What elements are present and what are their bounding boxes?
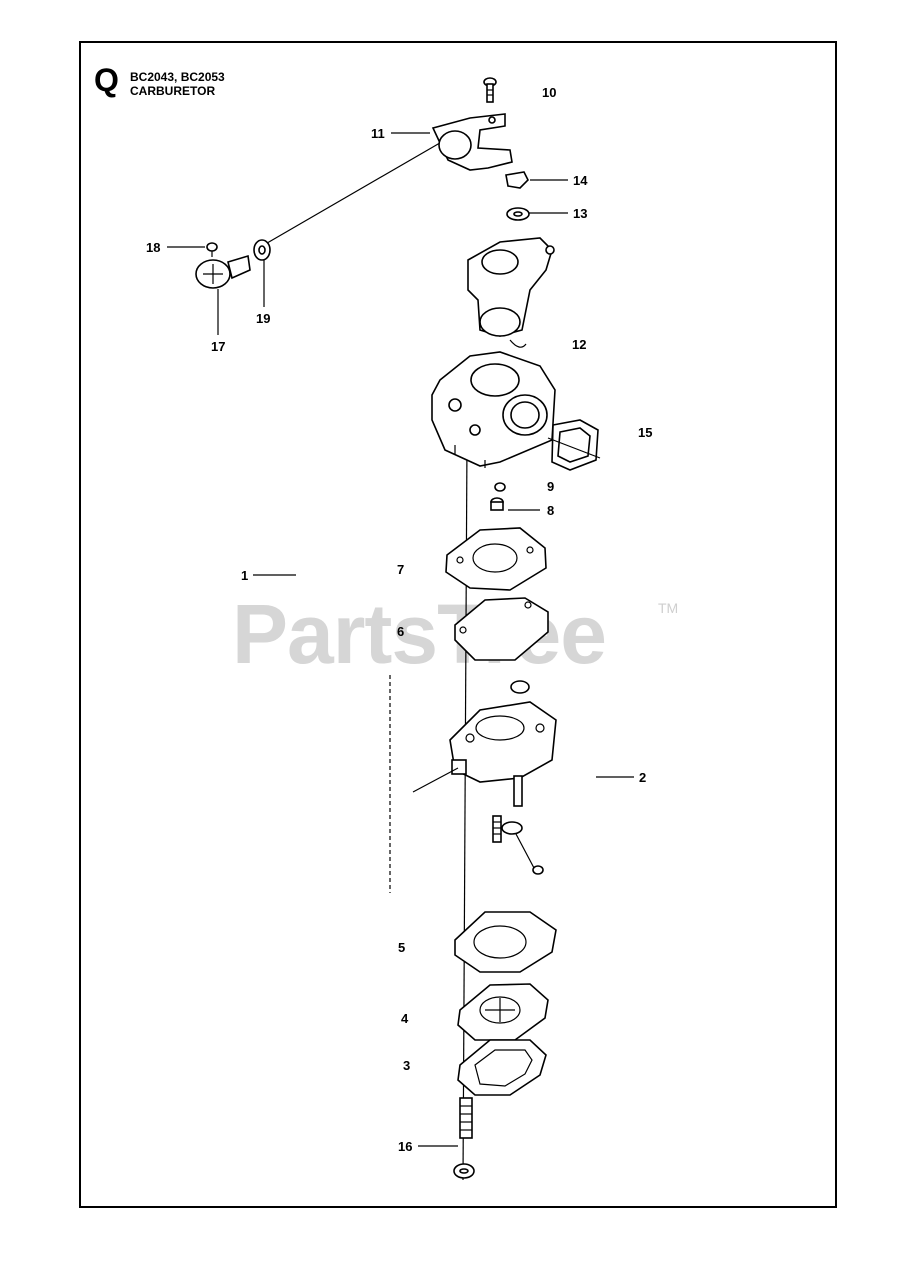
part-17-adjusting-knob [195, 254, 251, 289]
callout-17: 17 [211, 339, 225, 354]
callout-15: 15 [638, 425, 652, 440]
callout-13: 13 [573, 206, 587, 221]
part-8-jet [490, 497, 504, 511]
callout-1: 1 [241, 568, 248, 583]
part-14-clip [505, 171, 529, 189]
part-15-gasket [551, 419, 599, 471]
callout-18: 18 [146, 240, 160, 255]
callout-16: 16 [398, 1139, 412, 1154]
diagram-frame [79, 41, 837, 1208]
callout-2: 2 [639, 770, 646, 785]
watermark-trademark: TM [658, 600, 679, 616]
part-13-washer [506, 207, 530, 221]
callout-19: 19 [256, 311, 270, 326]
callout-7: 7 [397, 562, 404, 577]
callout-14: 14 [573, 173, 588, 188]
part-10-screw [483, 77, 497, 103]
part-4-pump-diaphragm [457, 983, 549, 1041]
part-16-filter-screen [453, 1097, 475, 1179]
part-7-gasket [445, 527, 547, 591]
throttle-link-axis [261, 139, 446, 247]
callout-3: 3 [403, 1058, 410, 1073]
part-11-throttle-lever [431, 113, 513, 171]
callout-10: 10 [542, 85, 556, 100]
callout-6: 6 [397, 624, 404, 639]
model-numbers: BC2043, BC2053 [130, 70, 225, 84]
callout-8: 8 [547, 503, 554, 518]
part-12-throttle-valve [467, 237, 555, 348]
callout-4: 4 [401, 1011, 409, 1026]
leader-15 [547, 437, 601, 459]
part-9-o-ring [494, 482, 506, 492]
callout-9: 9 [547, 479, 554, 494]
callout-5: 5 [398, 940, 405, 955]
callout-11: 11 [371, 126, 385, 141]
part-18-screw [206, 242, 218, 257]
carburetor-body [431, 351, 556, 468]
part-19-washer [253, 239, 271, 261]
part-5-gasket [454, 911, 557, 973]
callout-12: 12 [572, 337, 586, 352]
part-6-diaphragm [454, 597, 549, 661]
diagram-title: CARBURETOR [130, 84, 216, 98]
section-letter: Q [94, 62, 119, 98]
part-3-gasket [457, 1039, 547, 1096]
part-2-metering-assembly [412, 680, 557, 875]
